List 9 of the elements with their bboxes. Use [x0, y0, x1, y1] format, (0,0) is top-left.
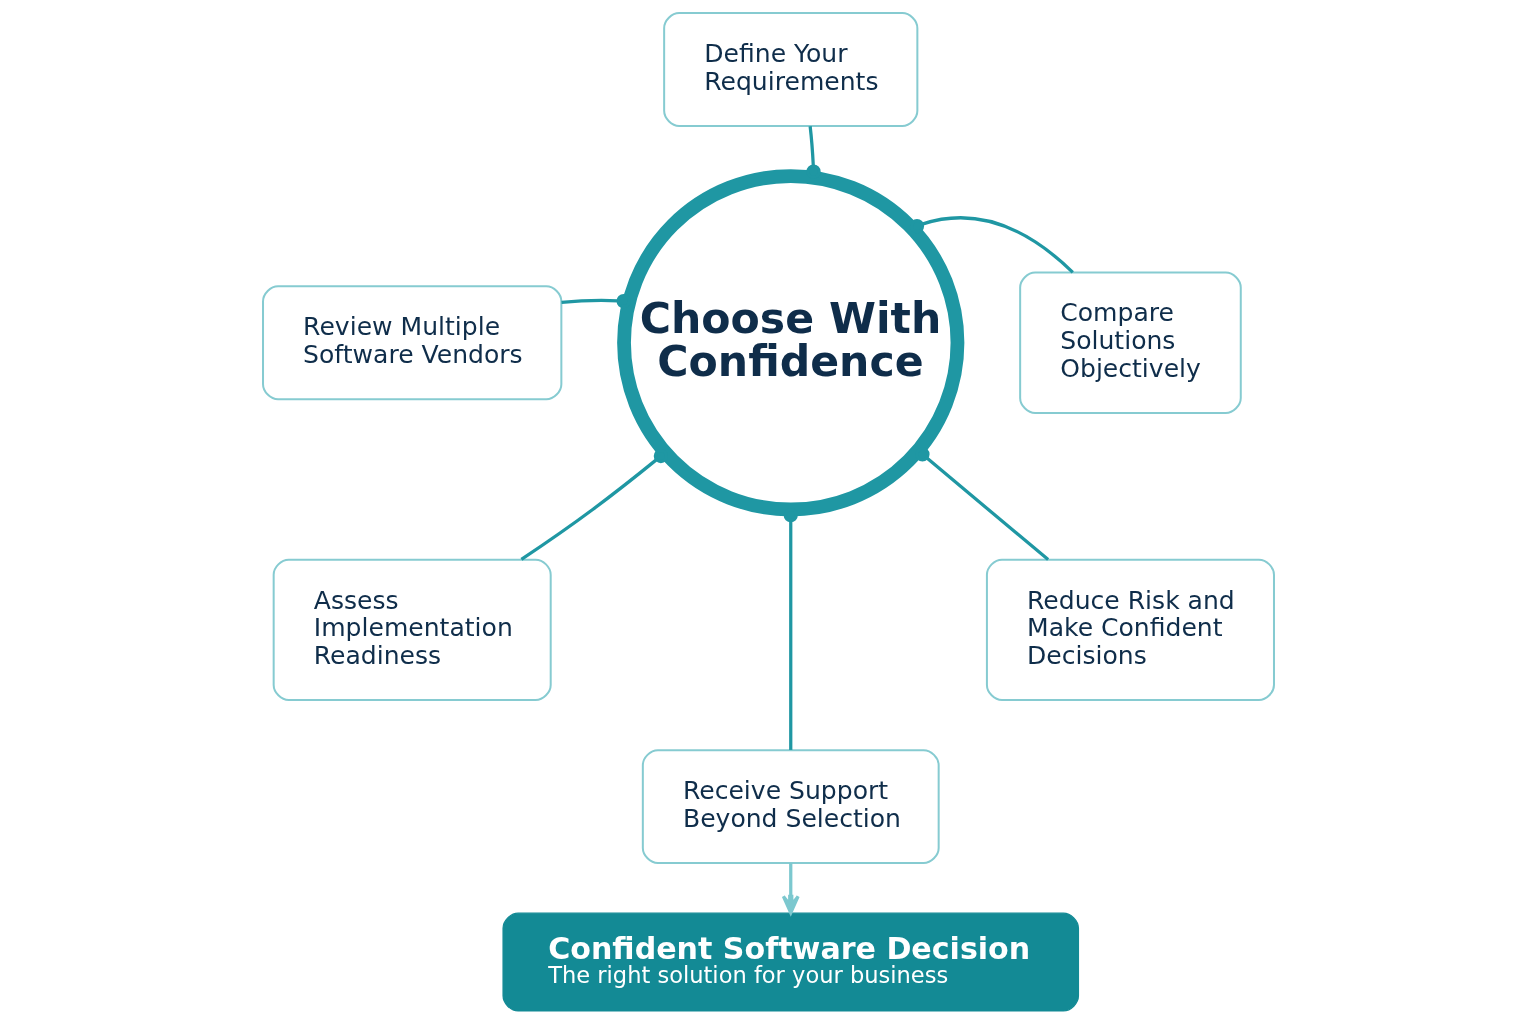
node-box: Assess Implementation Readiness [272, 558, 552, 702]
node-box: Define Your Requirements [662, 12, 918, 127]
arrow [781, 863, 800, 915]
node-box: Compare Solutions Objectively [1018, 271, 1242, 414]
node-box: Reduce Risk and Make Confident Decisions [985, 558, 1275, 702]
connector [520, 448, 668, 561]
node-box: Review Multiple Software Vendors [261, 285, 562, 401]
node-box: Receive Support Beyond Selection [641, 749, 940, 864]
node-box: Confident Software Decision The right solution for your business [501, 912, 1079, 1012]
